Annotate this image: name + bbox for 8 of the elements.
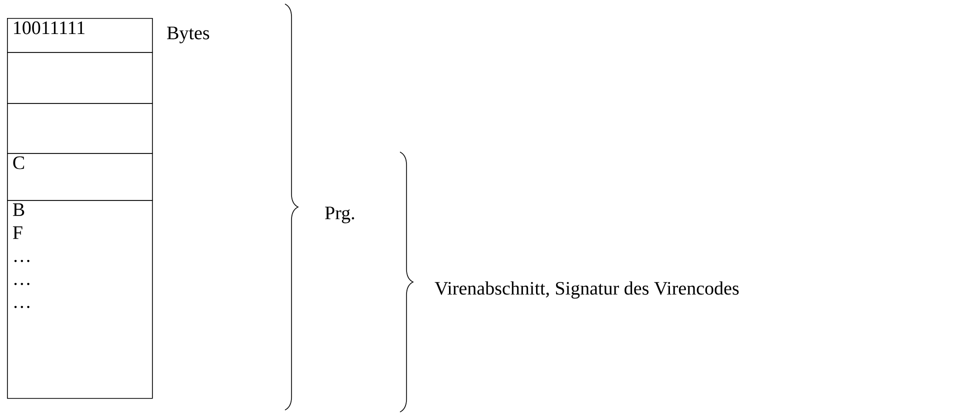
empty-cell <box>7 52 153 104</box>
memory-cell: 10011111 <box>7 18 153 53</box>
bracket-label: Prg. <box>325 206 354 224</box>
cell-caption: Bytes <box>167 26 210 44</box>
memory-cell: B F … … … <box>7 200 153 399</box>
memory-cell: C <box>7 153 153 201</box>
empty-cell <box>7 103 153 154</box>
bracket-label: Virenabschnitt, Signatur des Virencodes <box>434 281 739 299</box>
